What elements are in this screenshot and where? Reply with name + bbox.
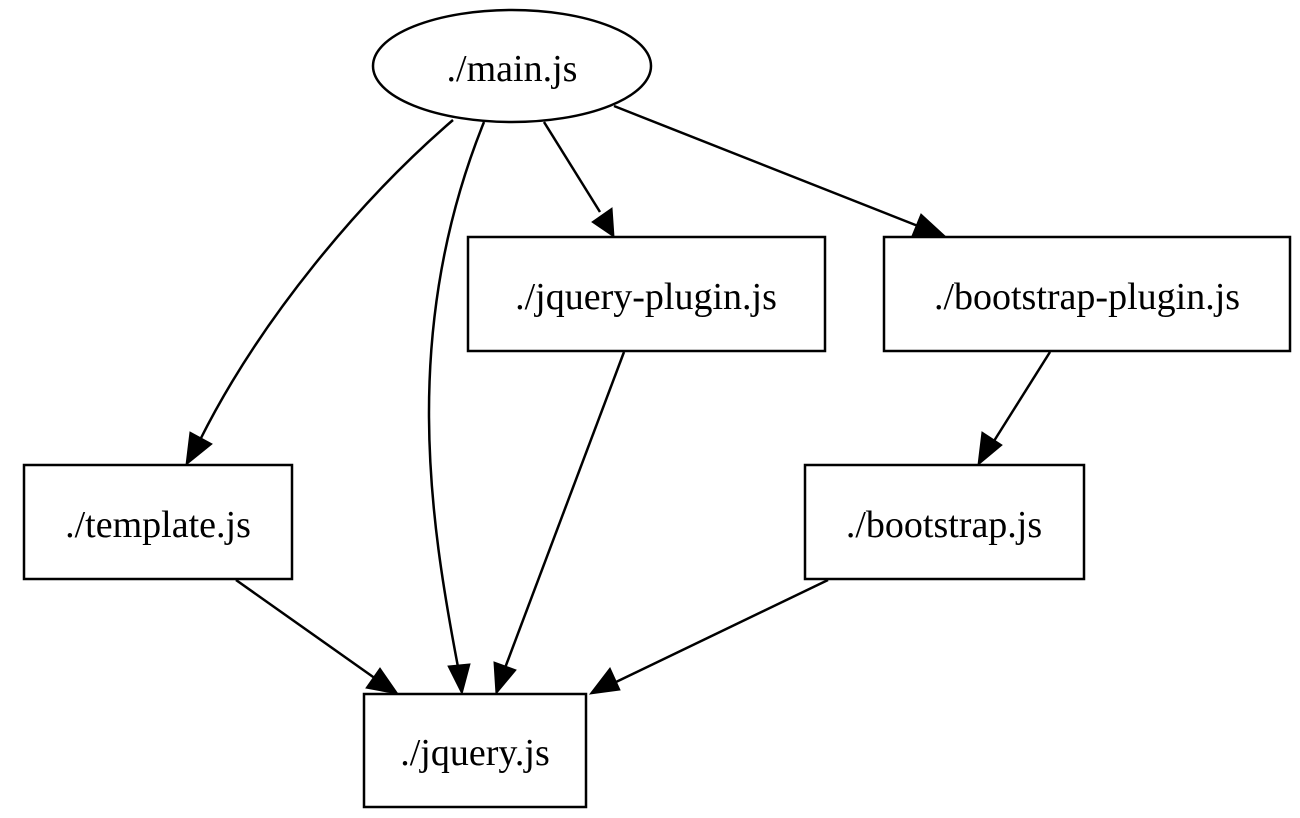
node-bootstrap-plugin: ./bootstrap-plugin.js bbox=[882, 235, 1292, 353]
node-main-label: ./main.js bbox=[447, 48, 578, 90]
arrowhead-template-to-jquery bbox=[365, 667, 400, 695]
edge-main-to-template bbox=[198, 119, 454, 441]
node-jquery-plugin-label: ./jquery-plugin.js bbox=[515, 276, 777, 318]
node-template: ./template.js bbox=[22, 463, 294, 581]
edge-template-to-jquery bbox=[235, 578, 377, 681]
node-main: ./main.js bbox=[371, 8, 653, 124]
arrowhead-main-to-jquery bbox=[447, 663, 471, 696]
node-bootstrap-plugin-label: ./bootstrap-plugin.js bbox=[934, 276, 1240, 318]
arrowhead-main-to-bootstrap-plugin bbox=[911, 213, 948, 238]
arrowhead-main-to-jquery-plugin bbox=[591, 207, 615, 238]
node-jquery: ./jquery.js bbox=[362, 692, 588, 809]
edge-jquery-plugin-to-jquery bbox=[503, 351, 626, 669]
node-bootstrap-shape bbox=[803, 463, 1086, 581]
edge-bootstrap-to-jquery bbox=[615, 578, 829, 684]
node-template-label: ./template.js bbox=[65, 504, 251, 546]
edge-main-to-jquery-plugin bbox=[542, 121, 602, 213]
arrowhead-jquery-plugin-to-jquery bbox=[493, 661, 517, 696]
node-jquery-shape bbox=[362, 692, 588, 809]
node-bootstrap-plugin-shape bbox=[882, 235, 1292, 353]
edge-main-to-jquery bbox=[427, 121, 486, 668]
node-jquery-plugin: ./jquery-plugin.js bbox=[466, 235, 827, 353]
node-main-shape bbox=[371, 8, 653, 124]
node-jquery-plugin-shape bbox=[466, 235, 827, 353]
edge-main-to-bootstrap-plugin bbox=[613, 104, 919, 228]
edge-bootstrap-plugin-to-bootstrap bbox=[992, 351, 1052, 442]
node-bootstrap-label: ./bootstrap.js bbox=[846, 504, 1042, 546]
node-bootstrap: ./bootstrap.js bbox=[803, 463, 1086, 581]
node-template-shape bbox=[22, 463, 294, 581]
arrowhead-main-to-template bbox=[185, 431, 213, 467]
nodes-layer: ./main.js ./jquery-plugin.js ./bootstrap… bbox=[22, 8, 1292, 809]
edges-layer bbox=[185, 104, 1052, 696]
node-jquery-label: ./jquery.js bbox=[400, 732, 550, 774]
arrowhead-bootstrap-to-jquery bbox=[588, 667, 621, 695]
arrowhead-bootstrap-plugin-to-bootstrap bbox=[977, 431, 1003, 467]
